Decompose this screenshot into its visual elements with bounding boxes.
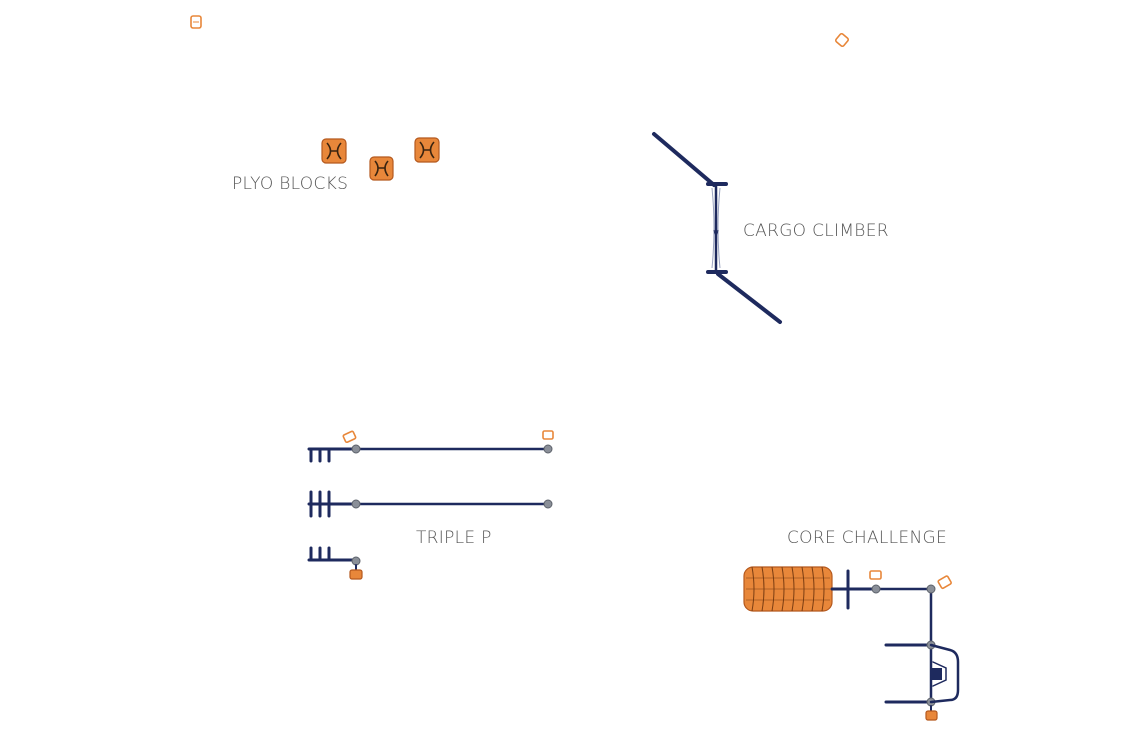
plyo-block: [321, 138, 347, 164]
core-challenge-label: CORE CHALLENGE: [787, 528, 947, 548]
triple-p-bar-top: [307, 430, 554, 463]
plyo-block: [414, 137, 440, 163]
core-challenge-group: CORE CHALLENGE: [743, 528, 960, 721]
core-roller-pad: [743, 566, 833, 612]
plyo-blocks-label: PLYO BLOCKS: [232, 174, 348, 194]
cargo-climber-group: CARGO CLIMBER: [652, 132, 889, 324]
cargo-climber-label: CARGO CLIMBER: [743, 221, 889, 241]
marker-top-left: [190, 15, 202, 29]
triple-p-bar-middle: [307, 490, 553, 518]
triple-p-group: TRIPLE P: [307, 430, 554, 580]
plyo-block: [369, 156, 394, 181]
plyo-blocks-group: PLYO BLOCKS: [232, 137, 440, 194]
triple-p-label: TRIPLE P: [416, 528, 492, 548]
marker-top-right: [834, 32, 850, 48]
triple-p-bar-bottom: [307, 546, 363, 580]
